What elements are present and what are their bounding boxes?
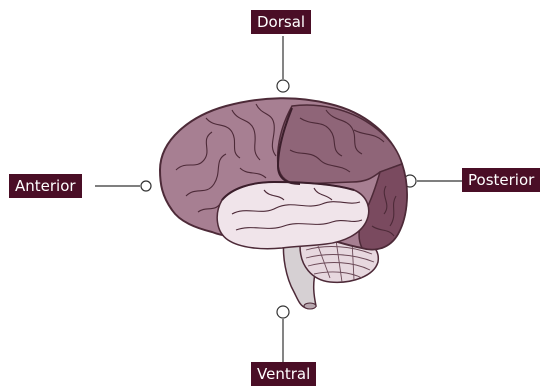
anterior-pointer-circle [141, 181, 151, 191]
brainstem-tip [304, 303, 316, 309]
ventral-pointer-circle [277, 306, 289, 318]
posterior-label: Posterior [462, 168, 540, 192]
dorsal-pointer-circle [277, 80, 289, 92]
dorsal-label: Dorsal [251, 10, 311, 34]
ventral-label: Ventral [251, 362, 316, 386]
temporal-lobe [217, 182, 369, 249]
anterior-label: Anterior [9, 174, 82, 198]
